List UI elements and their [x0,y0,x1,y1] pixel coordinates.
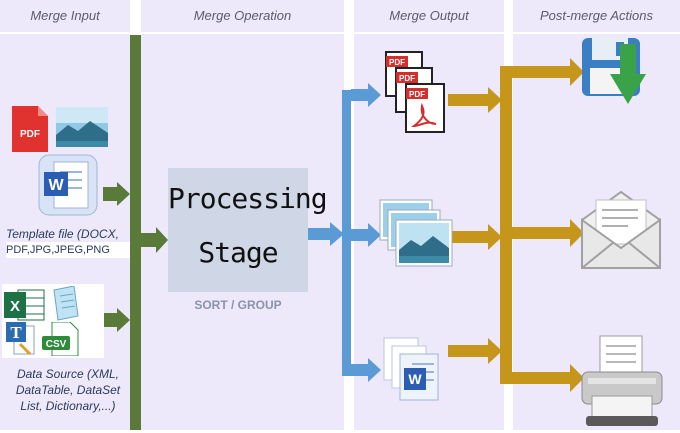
email-icon [578,186,664,277]
datasource-arrow [103,308,130,332]
email-arrow [512,219,584,247]
csv-file-icon: CSV [42,321,80,361]
save-arrow [512,58,584,86]
input-bar [130,35,141,430]
processing-title-line-1: Processing [168,182,328,215]
template-caption-line-2: PDF,JPG,JPEG,PNG [6,242,130,258]
print-arrow [512,364,584,392]
template-caption-line-1: Template file (DOCX, [6,227,119,241]
processing-title-line-2: Stage [198,236,278,269]
svg-text:PDF: PDF [409,90,425,99]
svg-text:T: T [10,323,22,342]
svg-text:PDF: PDF [399,74,415,83]
datasource-caption-line-2: DataTable, DataSet [15,383,121,397]
word-output-icon: W [382,336,442,407]
word-to-actions-arrow [448,338,502,364]
to-processing-arrow [141,227,168,253]
text-file-icon: T [6,322,36,361]
output-distributor [342,90,351,376]
image-output-arrow [351,223,381,247]
sort-group-label: SORT / GROUP [194,298,282,312]
word-document-icon: W [38,154,98,221]
pdf-output-icon: PDF PDF PDF [384,50,448,141]
merge-input-heading: Merge Input [0,0,130,34]
data-source-icons: X T CSV [2,284,104,358]
processing-output-arrow [308,222,344,246]
datasource-caption-line-3: List, Dictionary,...) [20,399,116,413]
image-output-icon [378,198,454,275]
svg-text:CSV: CSV [46,339,67,350]
notepad-icon [48,285,80,327]
svg-text:PDF: PDF [20,129,40,140]
merge-operation-heading: Merge Operation [141,0,344,34]
template-caption: Template file (DOCX, PDF,JPG,JPEG,PNG [6,226,130,258]
svg-text:X: X [10,298,20,315]
merge-output-heading: Merge Output [354,0,504,34]
svg-text:W: W [408,371,422,387]
pdf-output-arrow [351,83,381,107]
actions-distributor [500,66,512,384]
post-merge-actions-heading: Post-merge Actions [513,0,680,34]
template-arrow [103,182,130,206]
pdf-to-actions-arrow [448,87,502,113]
excel-icon: X [4,288,46,327]
image-to-actions-arrow [448,224,502,250]
svg-text:W: W [48,177,64,194]
pdf-file-icon: PDF [12,106,48,157]
printer-icon [580,334,664,433]
image-file-icon [56,107,108,152]
word-output-arrow [351,358,381,382]
svg-text:PDF: PDF [389,58,405,67]
processing-stage-box: Processing Stage [168,168,328,292]
datasource-caption-line-1: Data Source (XML, [16,367,120,381]
save-icon [580,34,652,111]
datasource-caption: Data Source (XML, DataTable, DataSet Lis… [6,366,130,414]
